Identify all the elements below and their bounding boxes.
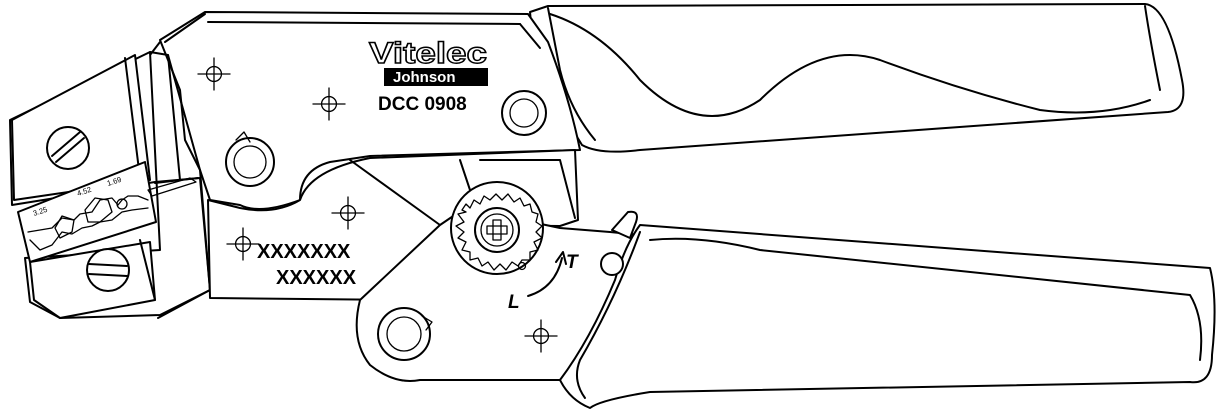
jaw-screw-lower — [86, 248, 130, 292]
jaw-screw-upper — [46, 126, 90, 170]
rivet-crosshair — [312, 87, 346, 121]
pivot-pin-upper — [225, 131, 275, 187]
ratchet-adjust-wheel[interactable] — [450, 181, 544, 275]
model-number: DCC 0908 — [378, 94, 467, 115]
die-size-2: 4.52 — [76, 185, 93, 198]
rivet-crosshair — [226, 227, 260, 261]
tighten-label: T — [566, 252, 579, 273]
brand-logo: Vitelec Johnson — [368, 36, 488, 86]
brand-name: Vitelec — [369, 37, 487, 70]
rivet-crosshair — [197, 57, 231, 91]
upper-handle-grip — [529, 3, 1185, 153]
die-size-3: 1.69 — [106, 175, 123, 188]
marking-line-1: XXXXXXX — [257, 241, 351, 263]
crimp-die-insert: 3.25 4.52 1.69 — [17, 161, 157, 263]
pivot-pin-right — [501, 90, 547, 136]
adjust-direction-arrow: T L — [508, 251, 579, 313]
die-size-1: 3.25 — [32, 205, 49, 218]
brand-sub: Johnson — [393, 69, 456, 86]
pawl-tab — [611, 210, 638, 239]
rivet-crosshair — [331, 196, 365, 230]
locator-wire — [147, 177, 197, 197]
lower-handle-grip — [559, 224, 1216, 409]
pivot-pin-lower — [377, 307, 433, 361]
rivet-crosshair — [524, 319, 558, 353]
marking-line-2: XXXXXX — [276, 267, 357, 289]
pivot-hole — [600, 252, 624, 276]
loosen-label: L — [508, 292, 520, 313]
